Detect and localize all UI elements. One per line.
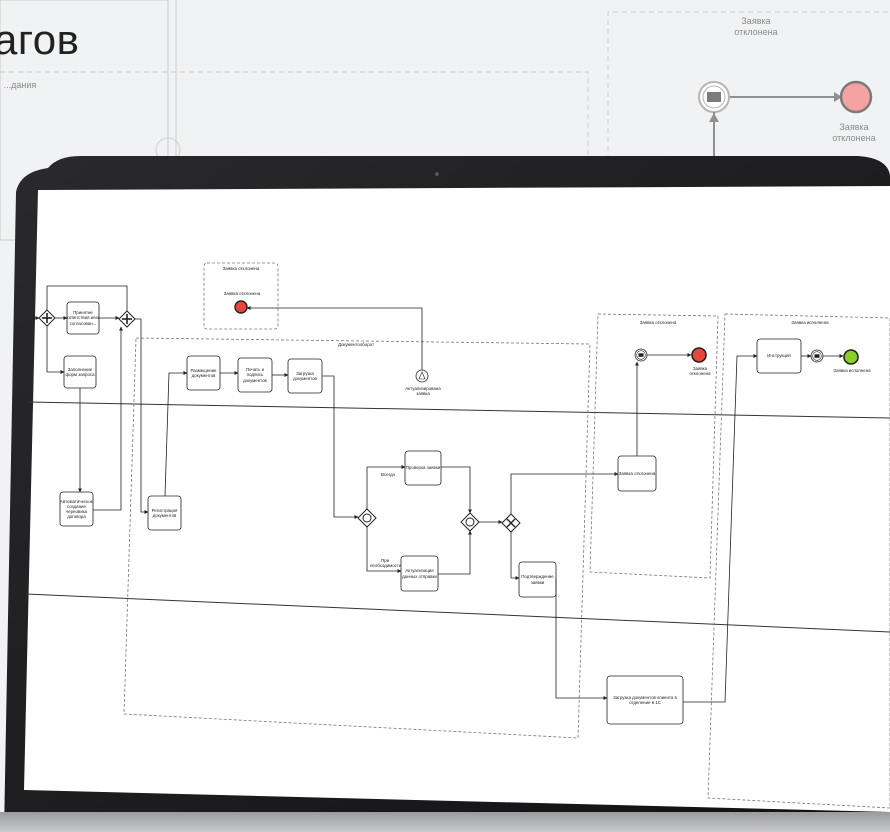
task-load-1c[interactable] — [606, 675, 684, 725]
lane-divider-2 — [25, 593, 890, 633]
task-check-request-label: Проверка заявки — [405, 465, 441, 471]
sequence-flows — [30, 285, 844, 703]
timer-event-label: Актуализирована заявка — [405, 386, 441, 397]
rejected-group-title: Заявка отклонена — [222, 266, 260, 271]
page-title: агов — [0, 16, 80, 63]
rejected-group-right — [589, 313, 719, 579]
lane-divider-1 — [27, 401, 890, 419]
task-autocorrect[interactable] — [400, 555, 439, 592]
task-registration-label: Регистрация документов — [151, 507, 178, 518]
task-auto-contract-label: Автоматическое создание черновика догово… — [59, 498, 94, 520]
message-event-rejected[interactable] — [634, 348, 648, 362]
timer-event[interactable] — [415, 369, 429, 383]
task-fill-form-label: Заполнение форм запроса — [65, 366, 95, 377]
task-prepare-docs-label: Размещение документов — [190, 367, 217, 378]
end-event-completed[interactable] — [843, 349, 859, 365]
doc-group-title: Документооборот — [337, 342, 375, 347]
task-print-sign-label: Печать и подпись документов — [243, 367, 267, 383]
end-event-rejected-small[interactable] — [234, 300, 248, 314]
end-rejected-label: Заявка отклонена — [689, 366, 711, 377]
bg-message-event-inner — [702, 85, 726, 109]
message-event-completed[interactable] — [810, 349, 824, 363]
end-event-rejected[interactable] — [691, 347, 707, 363]
bg-end-event — [839, 80, 873, 114]
laptop-screen — [24, 186, 890, 812]
camera-icon — [435, 172, 439, 176]
task-reject-label: Заявка отклонена — [618, 470, 656, 476]
envelope-icon — [707, 92, 721, 102]
bg-small-label: ...дания — [3, 80, 37, 90]
bg-end-label: Заявка отклонена — [832, 122, 876, 143]
completed-group-title: Заявка исполнена — [791, 320, 829, 325]
task-upload-docs-label: Загрузка документов — [293, 370, 317, 381]
flow-label-if-needed: При необходимости — [370, 558, 402, 569]
task-instruction-label: Инструкция — [767, 353, 791, 359]
bg-arrowhead-up — [709, 113, 719, 122]
bg-dashed-pool — [607, 11, 890, 160]
rejected-group-left — [203, 262, 279, 330]
laptop-base — [0, 812, 890, 832]
bg-arrowhead — [834, 92, 842, 102]
task-autocorrect-label: Актуализация данных отправки — [402, 568, 437, 579]
parallel-gateway-2[interactable] — [118, 310, 136, 328]
task-receive-request-label: Принятие ответствия и/из согласован... — [67, 310, 99, 326]
flow-label-always: Всегда — [381, 472, 395, 477]
task-auto-contract[interactable] — [59, 491, 94, 527]
task-load-1c-label: Загрузка документов клиента в отделение … — [613, 694, 677, 705]
bg-dashed-group — [0, 71, 589, 160]
task-confirm-label: Подтверждение заявки — [521, 574, 554, 585]
rejected-end-small-label: Заявка отклонена — [223, 291, 261, 296]
rejected-group-right-title: Заявка отклонена — [639, 320, 677, 325]
completed-group — [707, 313, 890, 809]
inclusive-gateway-join[interactable] — [460, 512, 480, 532]
end-completed-label: Заявка исполнена — [833, 368, 871, 373]
bg-pool-label: Заявка отклонена — [734, 16, 778, 37]
doc-group — [123, 337, 591, 739]
